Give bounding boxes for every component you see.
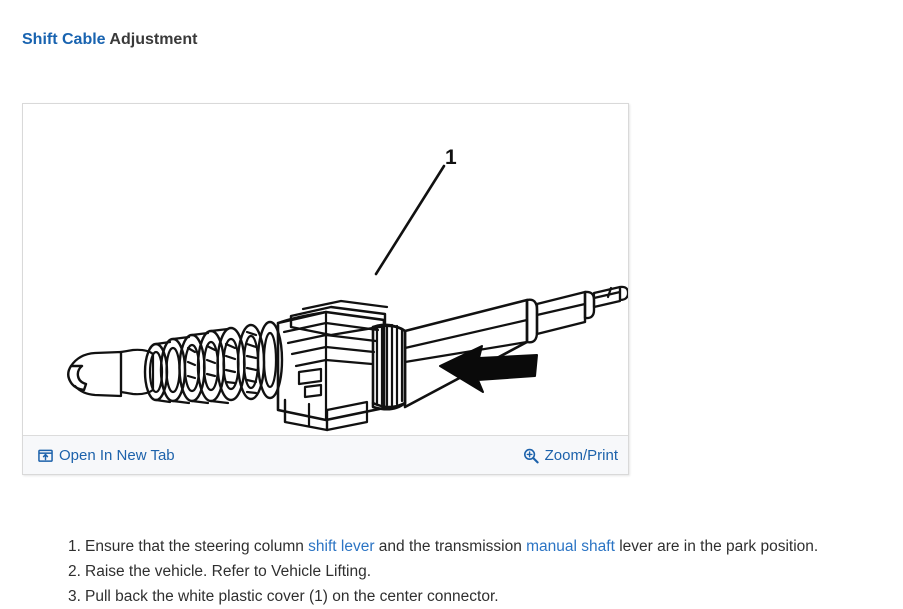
page-title-suffix: Adjustment [105,31,198,48]
procedure-text: lever are in the park position. [614,537,819,555]
open-in-new-tab-button[interactable]: Open In New Tab [37,436,175,475]
procedure-step-number: 3. [68,587,81,605]
direction-arrow [439,345,538,393]
open-in-new-window-icon [37,448,53,464]
magnifier-plus-icon [523,448,539,464]
figure-image-area[interactable]: 1 [23,104,628,436]
procedure-step: 3.Pull back the white plastic cover (1) … [68,584,903,609]
open-in-new-tab-label: Open In New Tab [59,447,175,464]
procedure-link[interactable]: shift lever [308,537,375,555]
procedure-step-number: 2. [68,562,81,580]
procedure-step: 2.Raise the vehicle. Refer to Vehicle Li… [68,559,903,584]
page-title-link[interactable]: Shift Cable [22,31,106,48]
procedure-step-number: 1. [68,537,81,555]
procedure-list: 1.Ensure that the steering column shift … [28,534,903,609]
procedure-text: Pull back the white plastic cover (1) on… [85,587,499,605]
procedure-text: Raise the vehicle. Refer to Vehicle Lift… [85,562,372,580]
shift-cable-diagram: 1 [67,146,628,432]
figure-panel: 1 Open In New Tab Zoom/Print [22,103,629,475]
figure-toolbar: Open In New Tab Zoom/Print [23,435,628,474]
page-title: Shift Cable Adjustment [22,30,197,50]
zoom-print-button[interactable]: Zoom/Print [523,436,618,475]
procedure-step: 1.Ensure that the steering column shift … [68,534,903,559]
procedure-text: and the transmission [374,537,527,555]
zoom-print-label: Zoom/Print [544,447,618,464]
callout-number-1: 1 [445,146,457,169]
callout-leader-line [374,164,446,276]
procedure-text: Ensure that the steering column [85,537,309,555]
procedure-link[interactable]: manual shaft [526,537,615,555]
